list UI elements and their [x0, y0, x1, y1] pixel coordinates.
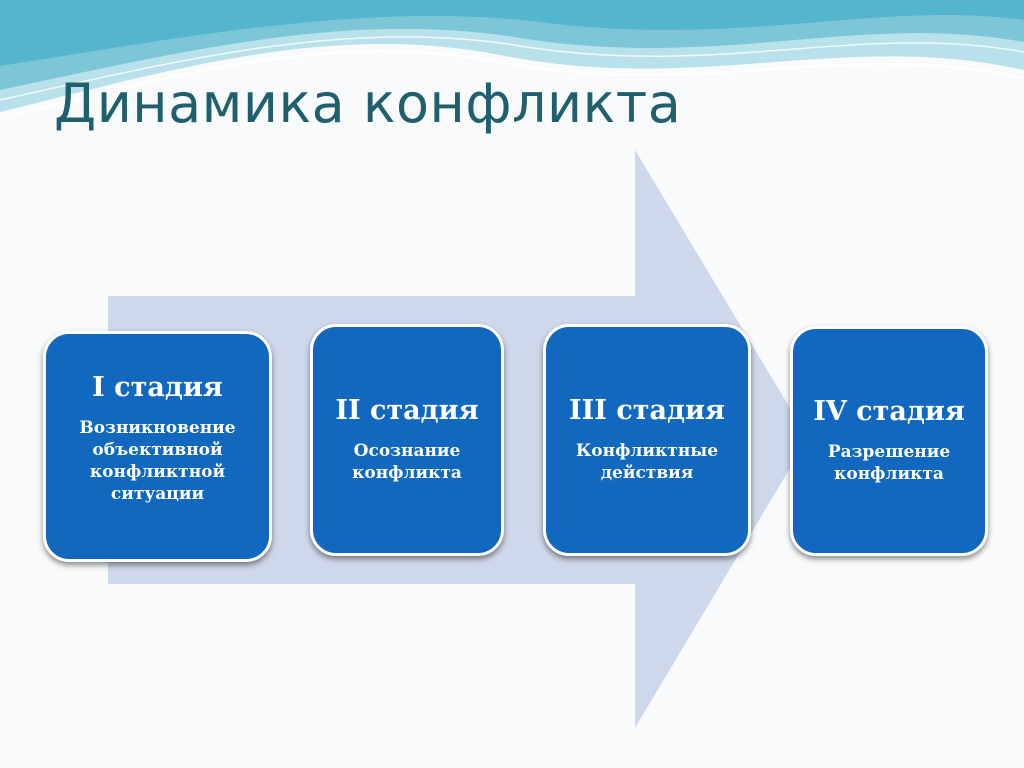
- stage-title: II стадия: [335, 395, 479, 427]
- stage-description: Возникновение объективной конфликтной си…: [79, 418, 236, 505]
- stage-box-4: IV стадия Разрешение конфликта: [790, 326, 988, 556]
- page-title: Динамика конфликта: [54, 72, 682, 135]
- stage-description: Осознание конфликта: [352, 440, 462, 483]
- stage-title: IV стадия: [813, 396, 965, 428]
- wave-decoration: [0, 0, 1024, 119]
- stage-box-1: I стадия Возникновение объективной конфл…: [43, 331, 272, 562]
- stage-description: Конфликтные действия: [575, 440, 719, 483]
- stage-box-3: III стадия Конфликтные действия: [543, 324, 751, 556]
- stage-title: I стадия: [92, 372, 223, 404]
- stage-title: III стадия: [569, 395, 725, 427]
- stage-description: Разрешение конфликта: [827, 441, 951, 484]
- stage-box-2: II стадия Осознание конфликта: [310, 324, 504, 556]
